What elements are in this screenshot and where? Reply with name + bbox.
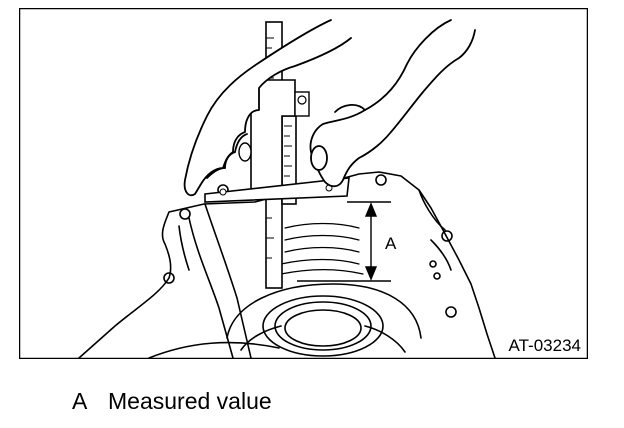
dimension-a [297,201,391,282]
bolt-hole [429,260,437,268]
bolt-hole [375,174,387,186]
bolt-hole [433,272,441,280]
bolt-hole [441,230,453,242]
bolt-hole [179,208,191,220]
legend: A Measured value [72,388,272,418]
dimension-label: A [385,234,397,253]
bolt-hole [445,306,457,318]
illustration-frame: A AT-03234 [19,8,588,359]
bolt-hole [163,272,175,284]
case-outline [78,171,496,359]
legend-text: Measured value [108,388,272,414]
figure-code: AT-03234 [509,336,581,355]
legend-letter: A [72,388,88,414]
bearing-bore [226,283,422,357]
right-hand [309,19,476,188]
